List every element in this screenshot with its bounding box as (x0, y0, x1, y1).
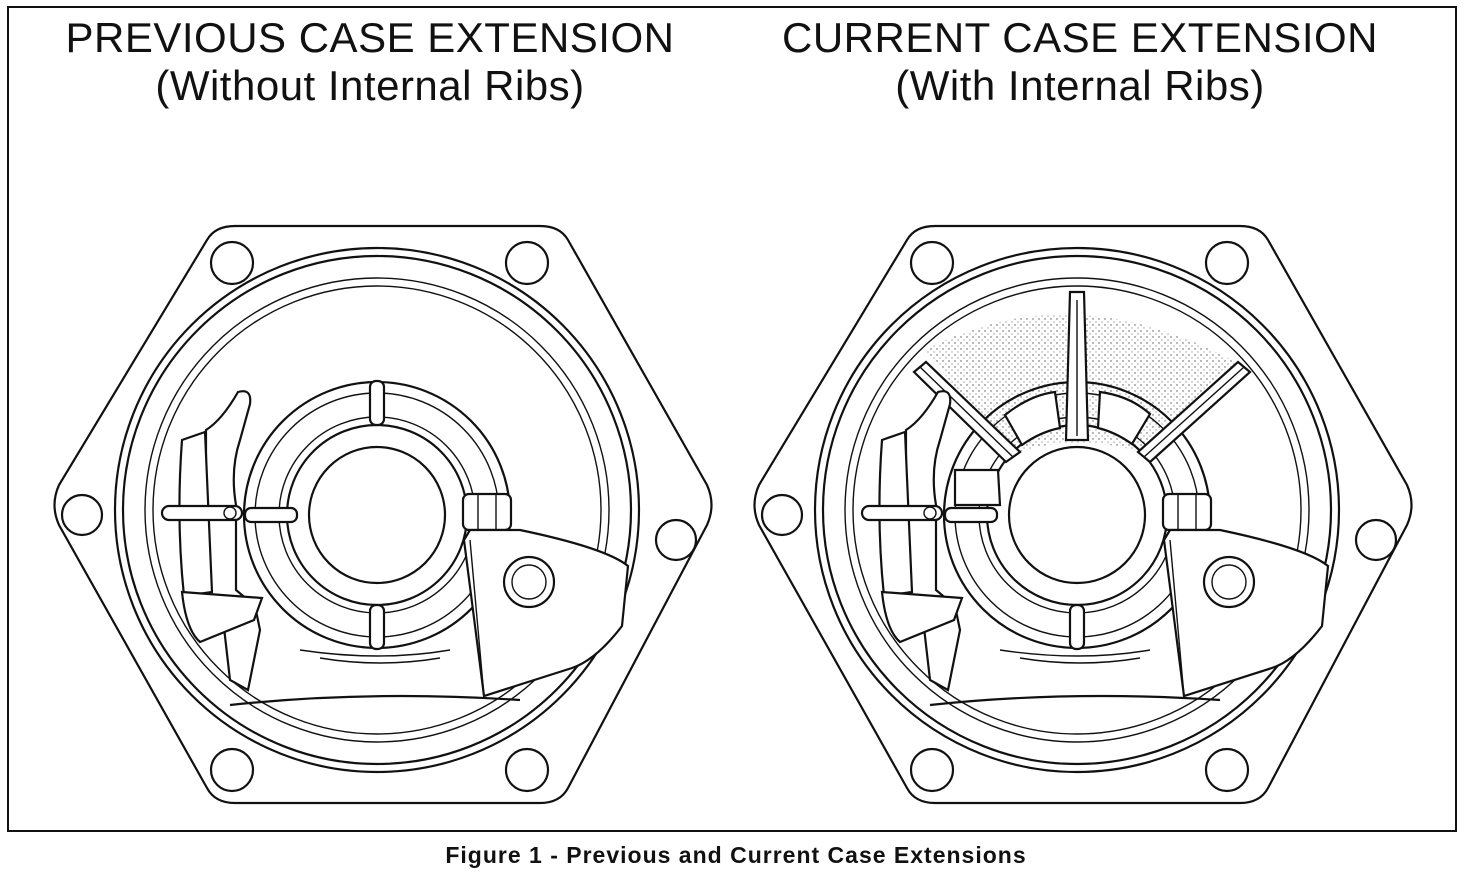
inner-bore-ring (144, 277, 610, 743)
hub-ring (285, 423, 469, 607)
lug-hole (502, 555, 556, 609)
outer-bore-ring (821, 254, 1333, 766)
right-panel-subtitle: (With Internal Ribs) (895, 62, 1265, 109)
side-rib (160, 504, 244, 522)
center-bore (307, 445, 447, 585)
right-lug (462, 528, 630, 698)
inner-bore-ring (152, 285, 602, 735)
lug-hole (1202, 555, 1256, 609)
left-panel-subtitle: (Without Internal Ribs) (155, 62, 585, 109)
bolt-hole (209, 747, 255, 793)
floor-lip (229, 694, 521, 707)
right-panel-title: CURRENT CASE EXTENSION (782, 14, 1378, 61)
mounting-flange-outline (753, 224, 1413, 805)
hub-boss (943, 506, 999, 524)
floor-lip (929, 694, 1221, 707)
side-web (904, 390, 962, 692)
rib-pocket (953, 468, 1002, 507)
right-panel-heading: CURRENT CASE EXTENSION (With Internal Ri… (740, 14, 1420, 110)
side-web (204, 390, 262, 692)
bolt-hole (1204, 747, 1250, 793)
outer-bore-ring (813, 246, 1341, 774)
inner-bore-ring (844, 277, 1310, 743)
hub-boss (368, 379, 386, 427)
outer-bore-ring (113, 246, 641, 774)
bolt-hole (760, 493, 804, 537)
side-rib (860, 504, 944, 522)
bolt-hole (909, 240, 955, 286)
bolt-hole (1354, 518, 1398, 562)
bolt-hole (209, 240, 255, 286)
figure-caption: Figure 1 - Previous and Current Case Ext… (445, 842, 1027, 868)
left-panel-title: PREVIOUS CASE EXTENSION (65, 14, 675, 61)
lower-left-lug (180, 590, 264, 644)
lug-hole (511, 564, 547, 600)
hub-boss (368, 603, 386, 651)
bolt-hole (60, 493, 104, 537)
current-case-extension (753, 224, 1413, 805)
bolt-hole (909, 747, 955, 793)
bolt-hole (504, 747, 550, 793)
mounting-flange-outline (53, 224, 713, 805)
bolt-hole (654, 518, 698, 562)
left-panel-heading: PREVIOUS CASE EXTENSION (Without Interna… (40, 14, 700, 110)
bolt-hole (504, 240, 550, 286)
previous-case-extension (53, 224, 713, 805)
bolt-hole (1204, 240, 1250, 286)
right-lug (1162, 528, 1330, 698)
hub-boss (1068, 603, 1086, 651)
hub-boss (243, 506, 299, 524)
lower-left-lug (880, 590, 964, 644)
outer-bore-ring (121, 254, 633, 766)
rib-pocket (1003, 390, 1062, 447)
rib-pocket (1096, 390, 1152, 446)
lug-hole (1211, 564, 1247, 600)
figure-frame (7, 6, 1457, 832)
hub-boss (461, 492, 513, 532)
hub-boss (1161, 492, 1213, 532)
inner-bore-ring (852, 285, 1302, 735)
center-bore (1007, 445, 1147, 585)
